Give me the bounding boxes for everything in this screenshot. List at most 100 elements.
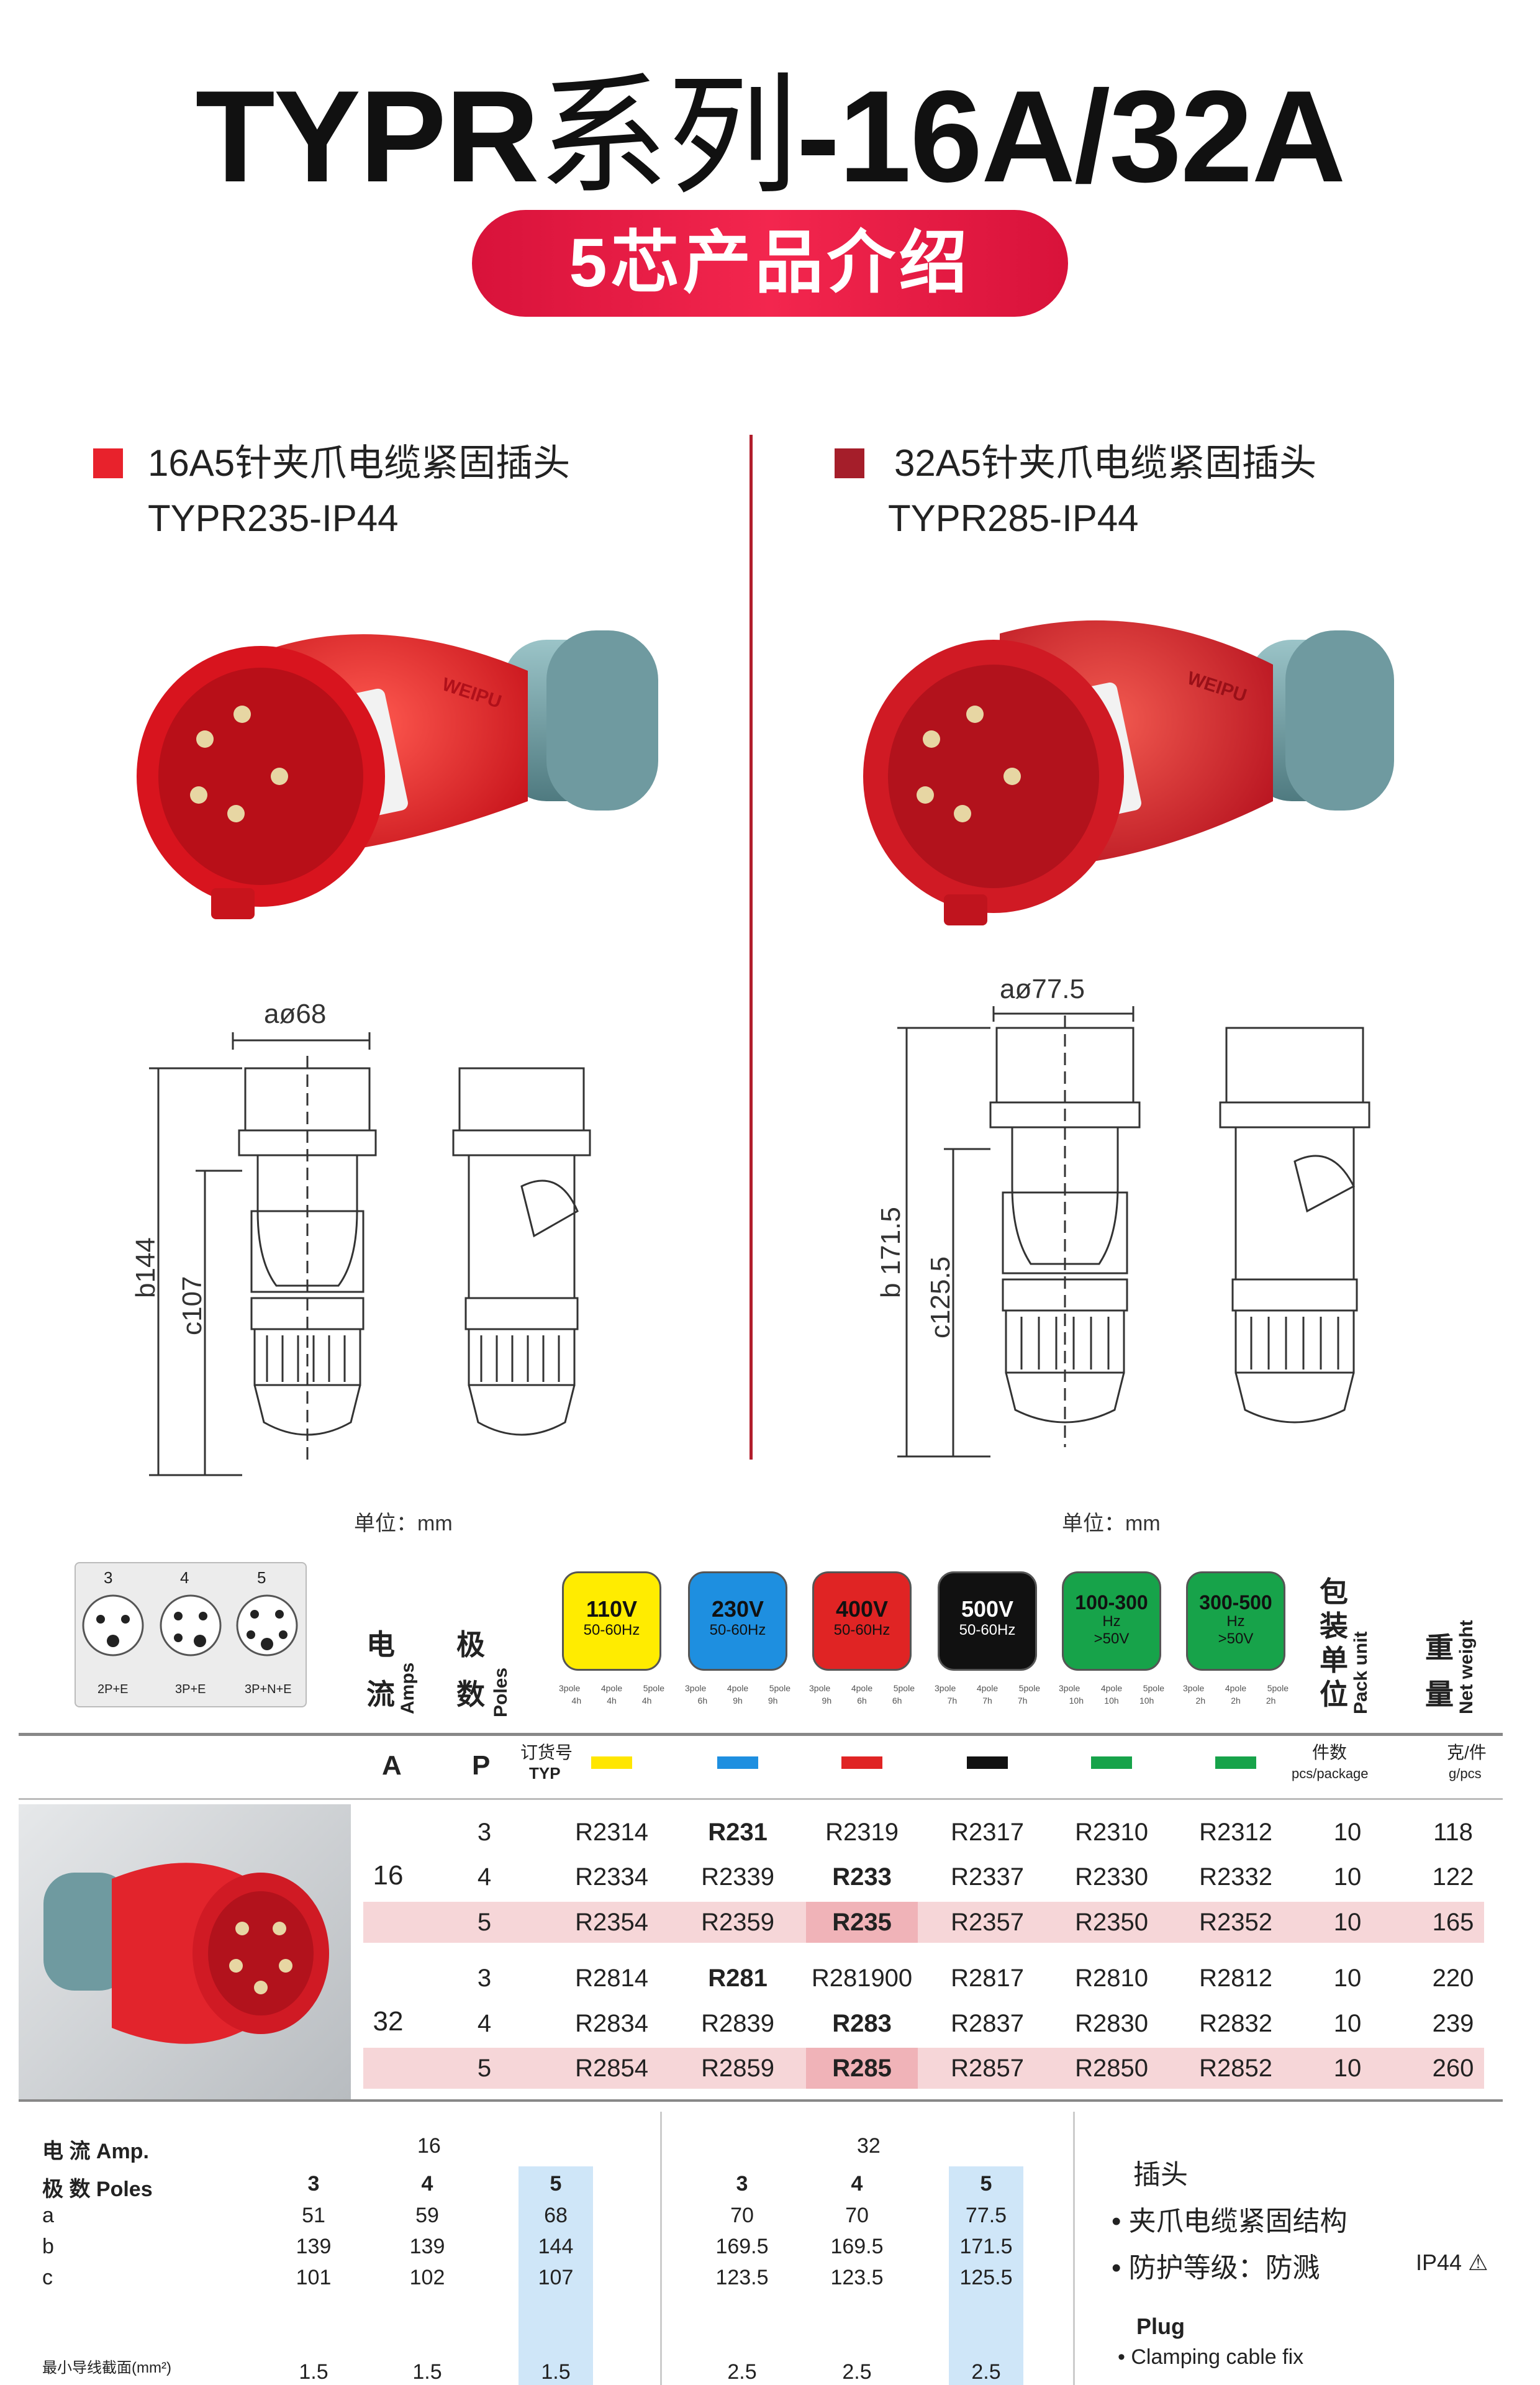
order-code: R2319 [825, 1819, 899, 1846]
feature-item-2: • 防护等级：防溅 [1112, 2253, 1320, 2283]
pin-label-2p-e: 2P+E [97, 1683, 129, 1696]
pole-label: 4pole [1225, 1683, 1247, 1693]
order-code: R2330 [1075, 1863, 1148, 1891]
pole-hour: 2h [1195, 1696, 1206, 1706]
header-current-cn-2: 流 [366, 1678, 395, 1710]
row-pack: 10 [1333, 2010, 1362, 2037]
color-swatch [591, 1756, 632, 1769]
row-pack: 10 [1333, 1863, 1362, 1891]
pin [227, 805, 245, 822]
spec-value: 102 [409, 2266, 445, 2289]
pole-label: 4pole [976, 1683, 999, 1693]
spec-highlight-32a-5p [949, 2166, 1023, 2385]
header-current-cn-1: 电 [366, 1629, 395, 1661]
spec-value: 51 [302, 2204, 325, 2227]
pole-label: 4pole [1100, 1683, 1123, 1693]
pole-label: 3pole [559, 1683, 581, 1693]
order-code: R2354 [575, 1909, 648, 1936]
spec-group-32: 32 [857, 2134, 881, 2158]
row-amps: 32 [373, 2006, 404, 2037]
order-code: R2332 [1199, 1863, 1272, 1891]
ip-rating-text: IP44 [1416, 2250, 1462, 2275]
order-code: R2854 [575, 2055, 648, 2082]
drawing-2-dim-a: aø77.5 [1000, 974, 1085, 1004]
order-code: R2334 [575, 1863, 648, 1891]
spec-pole: 5 [980, 2172, 992, 2196]
spec-value: 144 [538, 2235, 574, 2258]
drawing-1-outline [149, 1032, 591, 1476]
color-swatch [717, 1756, 758, 1769]
spec-value: 169.5 [715, 2235, 769, 2258]
pole-hour: 7h [982, 1696, 992, 1706]
unit-label-2: 单位：mm [1062, 1512, 1161, 1535]
spec-wire-value: 1.5 [299, 2360, 328, 2384]
color-swatch [841, 1756, 882, 1769]
order-code: R2339 [701, 1863, 774, 1891]
pole-hour: 9h [822, 1696, 832, 1706]
pin-count-5: 5 [257, 1568, 266, 1587]
pin [233, 706, 251, 723]
voltage-value: 400V [835, 1596, 889, 1622]
pole-hour: 10h [1139, 1696, 1154, 1706]
header-pack-cn-4: 位 [1320, 1678, 1348, 1710]
spec-current-label: 电 流 Amp. [42, 2140, 149, 2163]
pole-label: 4pole [727, 1683, 749, 1693]
spec-value: 77.5 [965, 2204, 1007, 2227]
drawing-2-outline [897, 1006, 1370, 1458]
spec-value: 70 [845, 2204, 869, 2227]
pole-hour: 9h [768, 1696, 778, 1706]
th-amps: A [382, 1750, 402, 1781]
spec-value: 59 [415, 2204, 439, 2227]
ip-rating: IP44 ⚠ [1416, 2250, 1488, 2276]
order-code: R2317 [951, 1819, 1024, 1846]
pole-hour: 4h [641, 1696, 652, 1706]
order-code: R2857 [951, 2055, 1024, 2082]
row-pack: 10 [1333, 1819, 1362, 1846]
order-code: R2350 [1075, 1909, 1148, 1936]
spec-pole: 4 [421, 2172, 433, 2196]
plug-face [888, 665, 1099, 888]
th-weight-cn: 克/件 [1447, 1743, 1487, 1762]
product-1-color-marker [93, 448, 123, 478]
pin-configuration-legend: 3 4 5 2P+E 3P+E 3P+N+E [75, 1562, 307, 1707]
feature-item-en-1: • Clamping cable fix [1118, 2345, 1304, 2369]
order-code: R2310 [1075, 1819, 1148, 1846]
spec-value: 171.5 [959, 2235, 1013, 2258]
pin [190, 786, 207, 804]
title-part-3: -16A/32A [796, 63, 1346, 209]
pin [1003, 768, 1021, 785]
product-1-plug-image: WEIPU [137, 630, 658, 919]
voltage-threshold: >50V [1094, 1630, 1130, 1647]
row-poles: 5 [477, 1909, 492, 1936]
order-code: R283 [832, 2010, 892, 2037]
row-weight: 118 [1433, 1819, 1473, 1846]
pin [271, 768, 288, 785]
spec-pole: 5 [550, 2172, 562, 2196]
spec-pole: 4 [851, 2172, 863, 2196]
page-title: TYPR系列-16A/32A [0, 56, 1540, 217]
row-amps: 16 [373, 1860, 404, 1891]
pole-label: 4pole [600, 1683, 623, 1693]
spec-value: 68 [544, 2204, 568, 2227]
spec-value: 70 [730, 2204, 754, 2227]
pole-hour: 9h [733, 1696, 743, 1706]
table-plug-image [43, 1863, 329, 2044]
spec-value: 125.5 [959, 2266, 1013, 2289]
spec-value: 123.5 [715, 2266, 769, 2289]
voltage-value: 500V [961, 1596, 1014, 1622]
pin-label-3p-n-e: 3P+N+E [245, 1683, 292, 1696]
drawing-1-dim-a: aø68 [264, 999, 327, 1029]
pole-label: 3pole [685, 1683, 707, 1693]
pole-hour: 10h [1069, 1696, 1084, 1706]
highlighted-row [363, 1902, 1484, 1943]
pole-hour: 6h [697, 1696, 708, 1706]
order-code: R281900 [811, 1965, 913, 1992]
order-code: R2314 [575, 1819, 648, 1846]
spec-value: 123.5 [830, 2266, 884, 2289]
